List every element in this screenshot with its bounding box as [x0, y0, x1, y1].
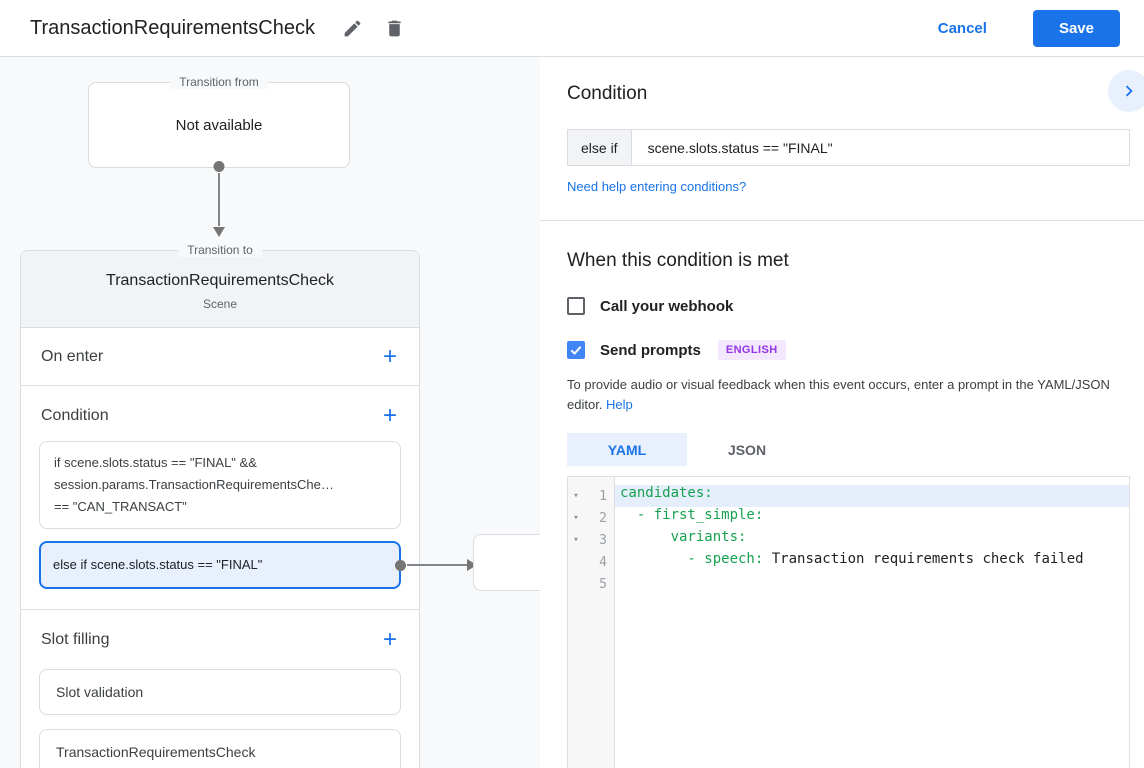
language-badge: ENGLISH: [717, 340, 786, 360]
arrow-down-icon: [213, 227, 225, 237]
scene-node-title: TransactionRequirementsCheck: [106, 272, 334, 289]
code-token: Transaction requirements check failed: [763, 551, 1084, 567]
main-area: Transition from Not available Transition…: [0, 57, 1144, 768]
panel-heading-condition: Condition: [567, 83, 648, 104]
condition-section-label: Condition: [41, 407, 109, 424]
transition-to-card: Transition to TransactionRequirementsChe…: [20, 243, 477, 768]
header: TransactionRequirementsCheck Cancel Save: [0, 0, 1144, 57]
fold-toggle-icon[interactable]: ▾: [573, 535, 579, 545]
call-webhook-label: Call your webhook: [600, 297, 734, 315]
checkmark-icon: [569, 343, 583, 357]
connector-dot: [213, 161, 225, 172]
gutter-row: ▾2: [568, 507, 614, 529]
code-token: candidates:: [620, 485, 713, 501]
condition-expression-row: else if: [567, 129, 1130, 166]
gutter-row: 5: [568, 573, 614, 595]
conditions-help-link[interactable]: Need help entering conditions?: [567, 179, 747, 194]
arrow-right-icon: [467, 559, 477, 571]
line-number: 5: [599, 576, 607, 592]
condition-list: if scene.slots.status == "FINAL" && sessi…: [39, 441, 477, 589]
code-token: variants:: [620, 529, 747, 545]
page-title: TransactionRequirementsCheck: [30, 16, 315, 39]
code-token: - first_simple:: [620, 507, 764, 523]
webhook-row: Call your webhook: [567, 297, 1130, 315]
add-condition-button[interactable]: +: [382, 402, 397, 429]
on-enter-label: On enter: [41, 347, 104, 365]
trash-icon: [384, 18, 405, 39]
editor-code-area[interactable]: candidates: - first_simple: variants: - …: [615, 477, 1129, 768]
tab-yaml[interactable]: YAML: [567, 433, 687, 466]
tab-json[interactable]: JSON: [727, 441, 767, 458]
gutter-row: 4: [568, 551, 614, 573]
condition-box-selected[interactable]: else if scene.slots.status == "FINAL": [39, 541, 477, 589]
section-divider: [540, 220, 1144, 221]
scene-flow-canvas: Transition from Not available Transition…: [0, 57, 540, 768]
send-prompts-label: Send prompts: [600, 341, 701, 359]
call-webhook-checkbox[interactable]: [567, 297, 585, 315]
add-slot-button[interactable]: +: [382, 626, 397, 653]
code-line: candidates:: [615, 485, 1129, 507]
send-prompts-checkbox[interactable]: [567, 341, 585, 359]
condition-line: session.params.TransactionRequirementsCh…: [54, 477, 334, 492]
gutter-row: ▾3: [568, 529, 614, 551]
transition-from-node[interactable]: Transition from Not available: [88, 75, 350, 237]
condition-editor-panel: Condition else if Need help entering con…: [540, 57, 1144, 768]
transition-target-node[interactable]: [473, 534, 540, 591]
save-button[interactable]: Save: [1032, 9, 1120, 47]
line-number: 4: [599, 554, 607, 570]
condition-prefix: else if: [568, 130, 632, 165]
chevron-right-icon: [1118, 80, 1140, 102]
transition-to-legend: Transition to: [178, 243, 262, 257]
connector-dot: [395, 560, 406, 571]
editor-hint-text: To provide audio or visual feedback when…: [567, 377, 1110, 412]
editor-tabs: YAML JSON: [567, 433, 1130, 466]
slot-item[interactable]: TransactionRequirementsCheck: [39, 729, 401, 768]
fold-toggle-icon[interactable]: ▾: [573, 491, 579, 501]
line-number: 2: [599, 510, 607, 526]
code-line: [615, 573, 1129, 595]
condition-line: else if scene.slots.status == "FINAL": [53, 557, 263, 572]
hint-help-link[interactable]: Help: [606, 397, 633, 412]
code-line: - first_simple:: [615, 507, 1129, 529]
transition-from-legend: Transition from: [170, 75, 268, 89]
edit-scene-button[interactable]: [341, 16, 365, 40]
panel-heading-when-met: When this condition is met: [567, 250, 789, 271]
delete-scene-button[interactable]: [383, 16, 407, 40]
condition-box[interactable]: if scene.slots.status == "FINAL" && sessi…: [39, 441, 401, 529]
condition-expression-input[interactable]: [631, 130, 1129, 165]
transition-from-content: Not available: [175, 116, 263, 134]
fold-toggle-icon[interactable]: ▾: [573, 513, 579, 523]
cancel-button[interactable]: Cancel: [928, 12, 997, 45]
send-prompts-row: Send prompts ENGLISH: [567, 340, 1130, 360]
condition-section: Condition + if scene.slots.status == "FI…: [21, 386, 477, 610]
code-line: variants:: [615, 529, 1129, 551]
collapse-panel-button[interactable]: [1108, 70, 1144, 112]
scene-node-header[interactable]: TransactionRequirementsCheck Scene: [21, 251, 419, 328]
scene-node-subtitle: Scene: [202, 297, 238, 311]
code-token: - speech:: [620, 551, 764, 567]
slot-item[interactable]: Slot validation: [39, 669, 401, 715]
slot-filling-label: Slot filling: [41, 631, 110, 648]
pencil-icon: [342, 18, 363, 39]
connector-line: [407, 564, 467, 566]
code-line: - speech: Transaction requirements check…: [615, 551, 1129, 573]
on-enter-section: On enter +: [21, 328, 419, 386]
line-number: 3: [599, 532, 607, 548]
connector-line: [218, 173, 220, 226]
condition-line: if scene.slots.status == "FINAL" &&: [54, 455, 257, 470]
editor-hint: To provide audio or visual feedback when…: [567, 375, 1130, 415]
add-on-enter-button[interactable]: +: [382, 342, 397, 370]
gutter-row: ▾1: [568, 485, 614, 507]
line-number: 1: [599, 488, 607, 504]
condition-line: == "CAN_TRANSACT": [54, 499, 187, 514]
